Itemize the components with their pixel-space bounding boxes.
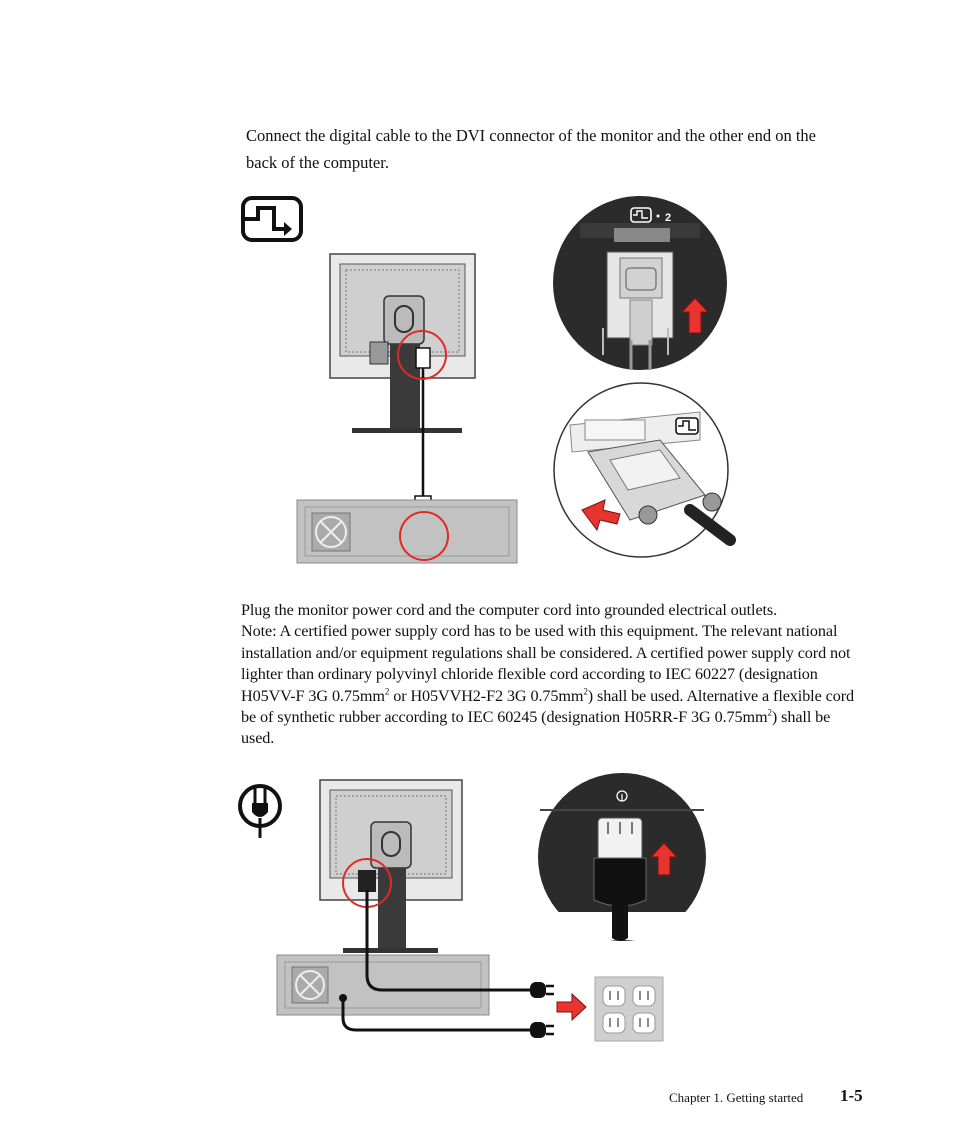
port-number-label: 2	[665, 212, 671, 224]
sup-1: 2	[384, 686, 390, 697]
monitor-power-port-detail	[538, 773, 708, 941]
computer-back-illustration-2	[276, 954, 490, 1016]
computer-dvi-port-detail	[553, 382, 736, 558]
sup-3: 2	[767, 707, 773, 718]
monitor-port-callout	[397, 330, 447, 380]
power-plug-symbol-icon	[238, 784, 282, 838]
power-note-a: Note: A certified power supply cord has …	[241, 622, 851, 705]
plug-icon-1	[530, 982, 554, 998]
power-note-b: or H05VVH2-F2 3G 0.75mm	[389, 686, 584, 705]
footer-page-number: 1-5	[840, 1086, 863, 1105]
footer-chapter: Chapter 1. Getting started	[669, 1090, 804, 1105]
monitor-dvi-port-detail: 2	[553, 196, 727, 370]
plug-icon-2	[530, 1022, 554, 1038]
power-note-c: ) shall be used. Alternative a flexible …	[241, 686, 854, 727]
dvi-symbol-icon	[241, 196, 303, 242]
dvi-instruction: Connect the digital cable to the DVI con…	[246, 126, 816, 172]
power-line1: Plug the monitor power cord and the comp…	[241, 601, 778, 619]
power-instruction: Plug the monitor power cord and the comp…	[241, 600, 861, 750]
sup-2: 2	[583, 686, 588, 697]
wall-outlet-icon	[594, 976, 664, 1042]
power-note-d: ) shall be used.	[241, 708, 831, 748]
monitor-back-illustration-2	[319, 779, 463, 953]
